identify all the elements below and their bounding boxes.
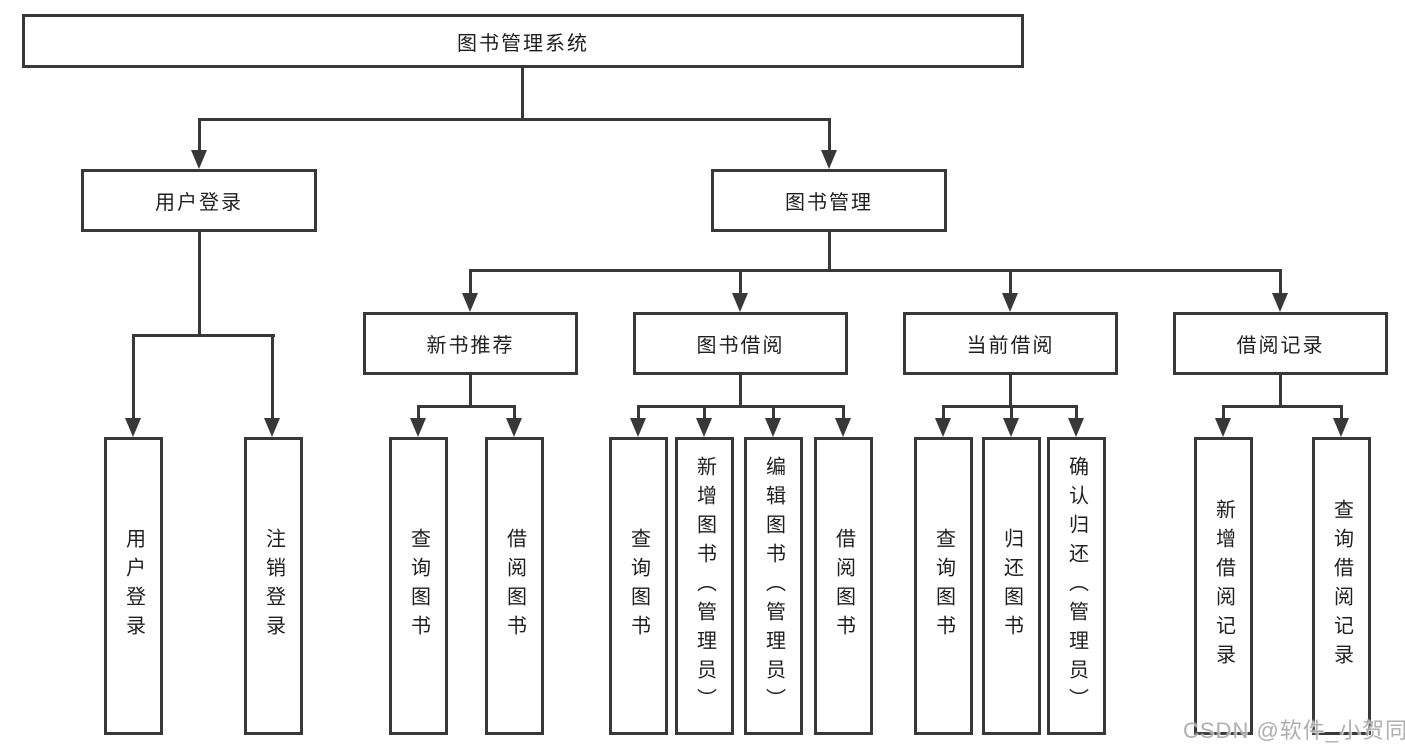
node-book-borrow-label: 图书借阅: [696, 335, 785, 357]
connector-book-borrow-drop: [739, 271, 742, 296]
connector-user-login-drop: [198, 120, 201, 153]
leaf-borrow-edit-book-admin-label: 编辑图书（管理员）: [762, 455, 785, 717]
connector-record-rail: [1222, 405, 1343, 408]
connector-nbr-borrow-drop: [513, 407, 516, 421]
arrowhead-leaf-login: [125, 418, 141, 437]
leaf-recommend-query-book-label: 查询图书: [407, 528, 430, 644]
node-borrow-record: 借阅记录: [1173, 312, 1388, 375]
node-root: 图书管理系统: [22, 14, 1024, 68]
connector-cb-return-drop: [1010, 407, 1013, 421]
arrowhead-cb-confirm: [1068, 418, 1084, 437]
connector-user-login-rail: [132, 334, 275, 337]
node-user-login-label: 用户登录: [155, 192, 243, 214]
leaf-borrow-edit-book-admin: 编辑图书（管理员）: [744, 437, 803, 735]
connector-current-borrow-drop: [1009, 271, 1012, 296]
leaf-current-return-book-label: 归还图书: [1000, 528, 1023, 644]
arrowhead-cb-query: [935, 418, 951, 437]
connector-current-rail: [942, 405, 1078, 408]
arrowhead-nbr-query: [410, 418, 426, 437]
connector-book-mgmt-stem: [828, 232, 831, 271]
arrowhead-new-rec: [462, 293, 478, 312]
leaf-user-login-label: 用户登录: [122, 528, 145, 644]
connector-record-stem: [1279, 375, 1282, 408]
leaf-logout-label: 注销登录: [262, 528, 285, 644]
leaf-recommend-query-book: 查询图书: [389, 437, 448, 735]
leaf-current-return-book: 归还图书: [982, 437, 1041, 735]
leaf-current-confirm-return-admin-label: 确认归还（管理员）: [1065, 455, 1088, 717]
connector-book-borrow-stem: [739, 375, 742, 408]
connector-book-mgmt-rail: [469, 269, 1282, 272]
arrowhead-br-query: [1333, 418, 1349, 437]
leaf-record-query-record-label: 查询借阅记录: [1330, 499, 1353, 673]
node-book-borrow: 图书借阅: [633, 312, 848, 375]
node-current-borrow: 当前借阅: [903, 312, 1118, 375]
arrowhead-borrow-record: [1272, 293, 1288, 312]
arrowhead-bb-query: [630, 418, 646, 437]
node-root-label: 图书管理系统: [457, 32, 589, 55]
connector-root-rail: [198, 118, 831, 121]
connector-borrow-record-drop: [1279, 271, 1282, 296]
leaf-borrow-query-book: 查询图书: [609, 437, 668, 735]
arrowhead-user-login: [191, 150, 207, 169]
leaf-record-add-record-label: 新增借阅记录: [1212, 499, 1235, 673]
leaf-current-query-book: 查询图书: [914, 437, 973, 735]
node-user-login: 用户登录: [81, 169, 317, 232]
connector-bb-borrow-drop: [842, 407, 845, 421]
connector-leaf-login-drop: [132, 336, 135, 421]
node-current-borrow-label: 当前借阅: [966, 335, 1055, 357]
leaf-record-query-record: 查询借阅记录: [1312, 437, 1371, 735]
leaf-record-add-record: 新增借阅记录: [1194, 437, 1253, 735]
connector-bb-add-drop: [703, 407, 706, 421]
leaf-borrow-borrow-book-label: 借阅图书: [832, 528, 855, 644]
arrowhead-current-borrow: [1002, 293, 1018, 312]
csdn-watermark: CSDN @软件_小贺同学: [1183, 718, 1405, 743]
connector-br-add-drop: [1222, 407, 1225, 421]
connector-cb-query-drop: [942, 407, 945, 421]
arrowhead-bb-borrow: [835, 418, 851, 437]
node-new-book-recommend-label: 新书推荐: [426, 335, 515, 357]
arrowhead-book-mgmt: [821, 150, 837, 169]
arrowhead-book-borrow: [732, 293, 748, 312]
leaf-logout: 注销登录: [244, 437, 303, 735]
connector-leaf-logout-drop: [271, 336, 274, 421]
leaf-borrow-add-book-admin-label: 新增图书（管理员）: [693, 455, 716, 717]
connector-book-mgmt-drop: [828, 120, 831, 153]
leaf-recommend-borrow-book: 借阅图书: [485, 437, 544, 735]
leaf-current-confirm-return-admin: 确认归还（管理员）: [1047, 437, 1106, 735]
leaf-user-login: 用户登录: [104, 437, 163, 735]
connector-root-stem: [521, 68, 524, 121]
leaf-borrow-add-book-admin: 新增图书（管理员）: [675, 437, 734, 735]
arrowhead-bb-add: [696, 418, 712, 437]
leaf-borrow-borrow-book: 借阅图书: [814, 437, 873, 735]
arrowhead-leaf-logout: [264, 418, 280, 437]
connector-new-rec-stem: [469, 375, 472, 408]
connector-book-borrow-rail: [637, 405, 845, 408]
connector-new-rec-rail: [417, 405, 516, 408]
arrowhead-cb-return: [1003, 418, 1019, 437]
connector-bb-edit-drop: [772, 407, 775, 421]
connector-new-rec-drop: [469, 271, 472, 296]
connector-bb-query-drop: [637, 407, 640, 421]
leaf-current-query-book-label: 查询图书: [932, 528, 955, 644]
connector-br-query-drop: [1340, 407, 1343, 421]
connector-nbr-query-drop: [417, 407, 420, 421]
arrowhead-nbr-borrow: [506, 418, 522, 437]
node-new-book-recommend: 新书推荐: [363, 312, 578, 375]
arrowhead-br-add: [1215, 418, 1231, 437]
arrowhead-bb-edit: [765, 418, 781, 437]
leaf-borrow-query-book-label: 查询图书: [627, 528, 650, 644]
leaf-recommend-borrow-book-label: 借阅图书: [503, 528, 526, 644]
node-book-management-label: 图书管理: [785, 192, 873, 214]
node-borrow-record-label: 借阅记录: [1236, 335, 1325, 357]
connector-current-stem: [1009, 375, 1012, 408]
connector-user-login-stem: [198, 232, 201, 336]
connector-cb-confirm-drop: [1075, 407, 1078, 421]
node-book-management: 图书管理: [711, 169, 947, 232]
